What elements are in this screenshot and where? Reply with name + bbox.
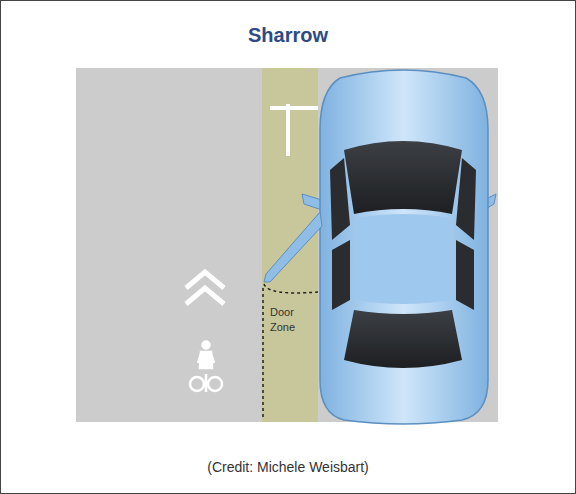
parking-mark: [270, 104, 318, 156]
sharrow-chevrons: [186, 272, 224, 304]
parked-car: [264, 70, 496, 424]
door-zone-label: Door Zone: [270, 305, 310, 335]
bicycle-symbol: [190, 342, 222, 393]
caption: (Credit: Michele Weisbart): [0, 459, 576, 475]
door-zone-band: [262, 68, 318, 422]
door-zone-outline: [263, 284, 318, 420]
title: Sharrow: [0, 24, 576, 47]
